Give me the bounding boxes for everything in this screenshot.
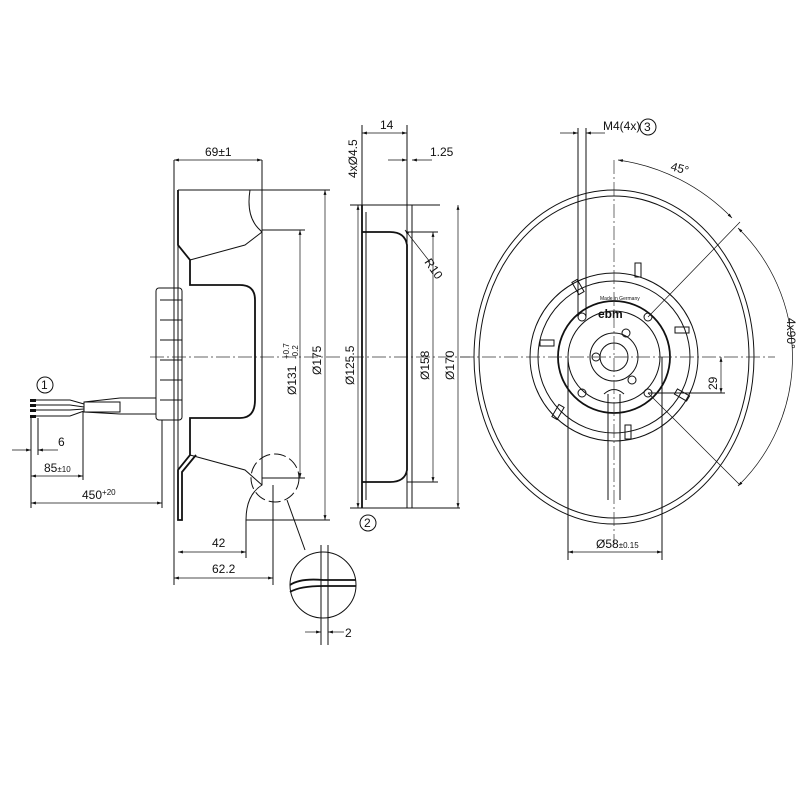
made-in-text: Made in Germany [600,296,640,302]
dim-dia-125: Ø125.5 [343,345,357,385]
dim-holes: 4xØ4.5 [346,139,360,178]
mount-holes [577,312,653,398]
dim-depth-42: 42 [212,536,226,550]
ring-tabs [539,262,691,440]
dim-hub-dia: Ø58±0.15 [596,537,639,551]
callout-3-circle [639,118,657,136]
dim-strip-6: 6 [58,435,65,449]
dim-thickness: 1.25 [430,145,454,159]
dim-dia-158: Ø158 [418,350,432,380]
callout-2: 2 [364,516,371,530]
dim-tol-upper: +0.7 [282,343,291,359]
section-view: 14 1.25 4xØ4.5 R10 Ø125.5 Ø158 Ø170 [343,118,470,509]
dim-angle-90: 4x90° [784,318,798,349]
front-view: Made in Germany ebm M4(4x) 3 45° 4x90° 2… [460,118,798,560]
dim-thread: M4(4x) [603,119,640,133]
callout-1: 1 [41,378,48,392]
side-view: 69±1 Ø131 +0.7 -0.2 Ø175 42 62.2 6 85±10… [12,145,377,645]
dim-angle-45: 45° [669,159,690,177]
dim-dia-175: Ø175 [310,345,324,375]
detail-dim-2: 2 [345,626,352,640]
callout-3: 3 [644,120,651,134]
dim-depth-62: 62.2 [212,562,236,576]
dim-dia-170: Ø170 [443,350,457,380]
dim-cable-450: 450+20 [82,488,116,502]
dim-radius: R10 [422,256,446,282]
dim-lead-85: 85±10 [44,461,71,475]
ebm-logo: ebm [598,307,623,321]
wire-ends-icon [30,399,36,418]
dim-offset-29: 29 [706,376,720,390]
callout-2-circle [359,514,377,532]
dim-width-14: 14 [380,118,394,132]
dim-tol-lower: -0.2 [291,345,300,359]
callout-1-circle [36,376,54,394]
dim-dia-131: Ø131 [285,365,299,395]
dim-width-69: 69±1 [205,145,232,159]
